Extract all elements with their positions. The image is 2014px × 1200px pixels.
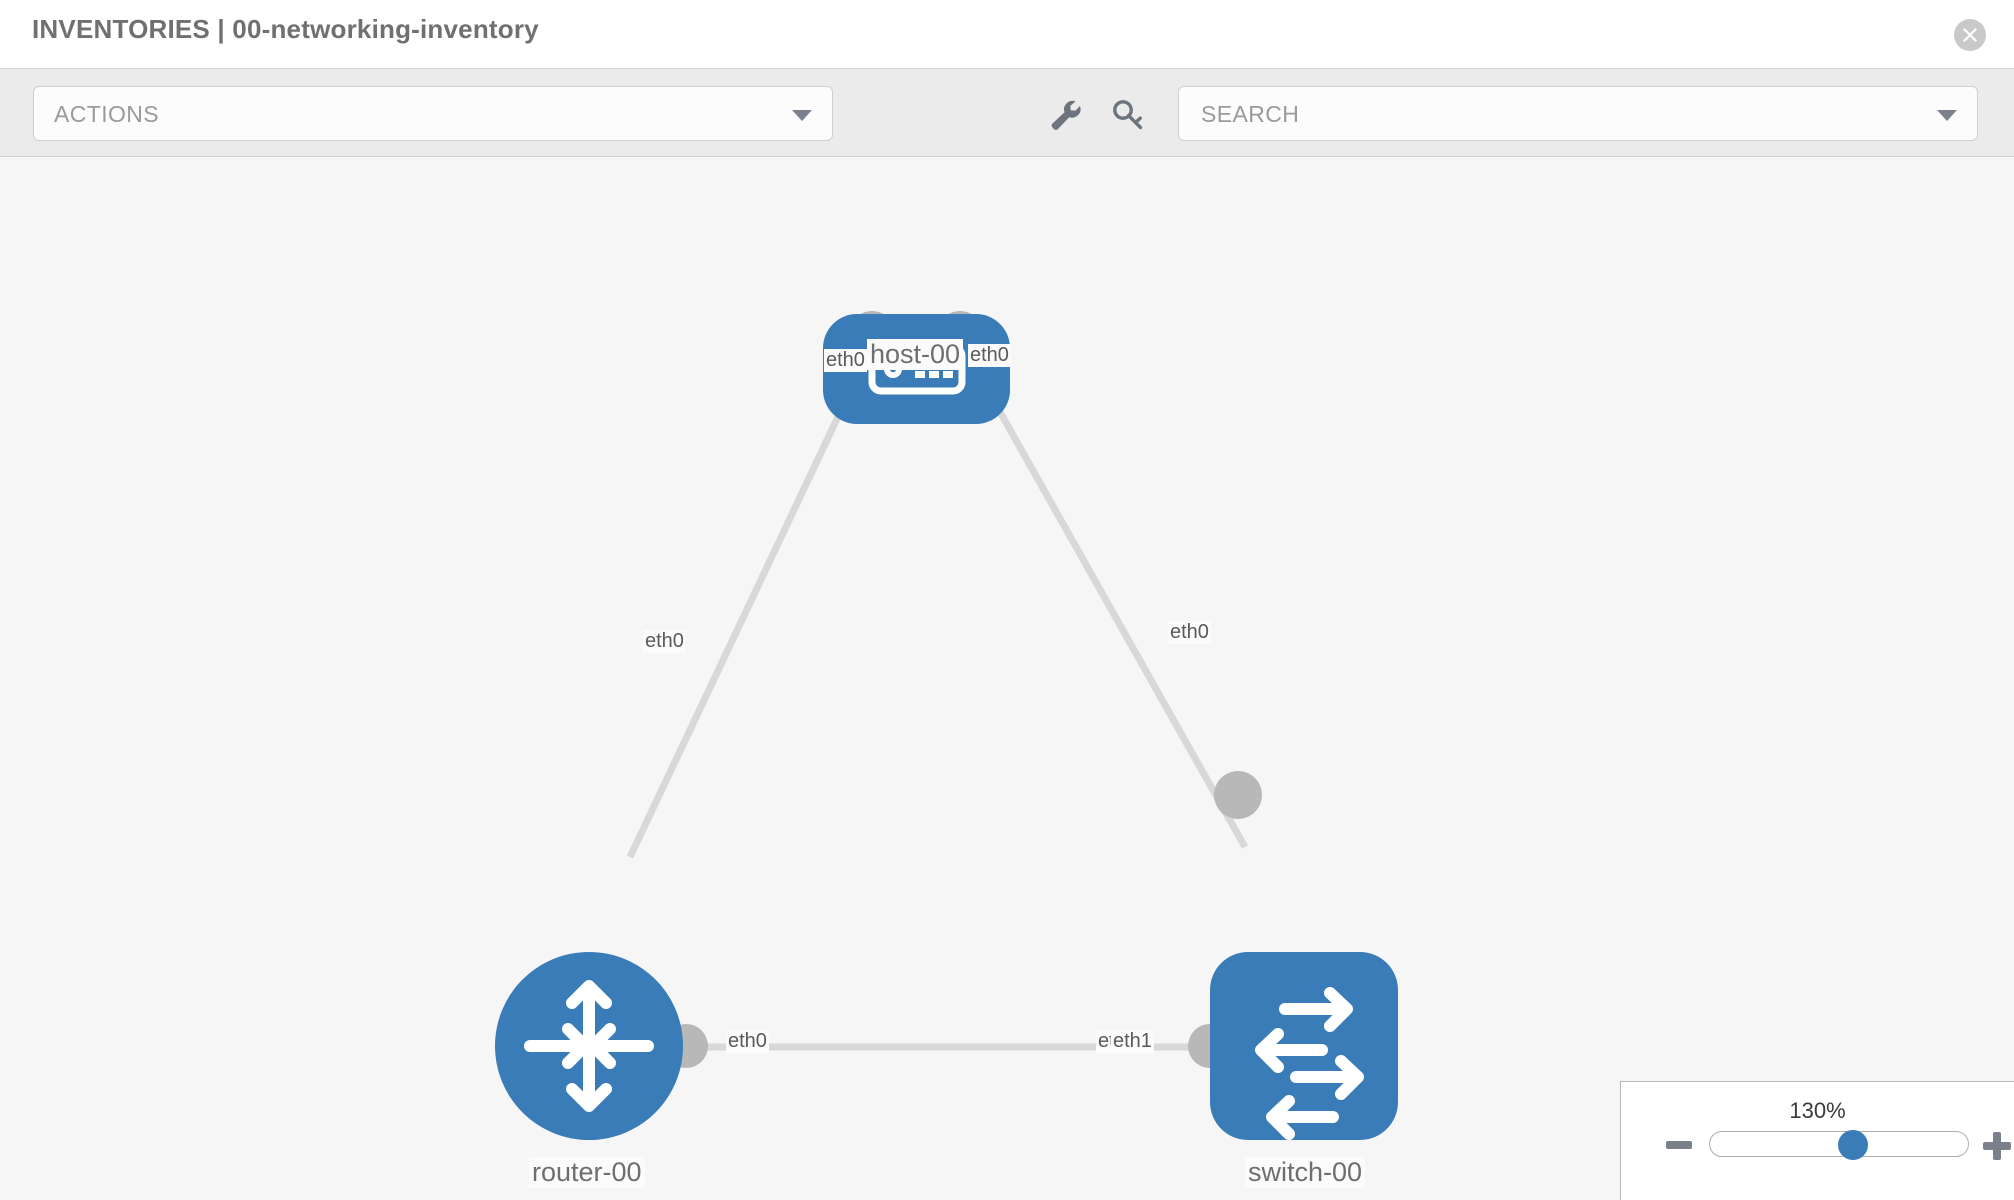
zoom-percent-label: 130%: [1789, 1098, 1846, 1123]
router-arrows-icon: [524, 980, 654, 1112]
interface-nub: [1214, 771, 1262, 819]
actions-dropdown[interactable]: ACTIONS: [33, 86, 833, 141]
wrench-icon[interactable]: [1049, 99, 1083, 131]
topology-graph: [495, 311, 1398, 1140]
node-label-router-00: router-00: [529, 1157, 645, 1188]
node-router-00: [495, 952, 683, 1140]
page-header: INVENTORIES | 00-networking-inventory: [0, 0, 2014, 68]
plus-icon[interactable]: [1983, 1132, 2011, 1160]
edge-host-router: [626, 330, 882, 859]
search-input[interactable]: [1199, 87, 1903, 142]
key-icon[interactable]: [1112, 99, 1146, 131]
zoom-slider-thumb[interactable]: [1838, 1130, 1868, 1160]
edge-label-router-right: eth0: [726, 1030, 769, 1053]
edge-label-switch-left-front: eth1: [1111, 1030, 1154, 1053]
edge-label-router-up: eth0: [643, 630, 686, 653]
topology-canvas[interactable]: eth0 eth0 eth0 eth0 eth0 eth0 eth1 host-…: [0, 157, 2014, 1200]
zoom-control-panel: 130%: [1620, 1081, 2014, 1200]
switch-arrows-icon: [1255, 987, 1364, 1140]
node-switch-00: [1210, 952, 1398, 1140]
node-label-switch-00: switch-00: [1245, 1157, 1366, 1188]
close-icon[interactable]: [1954, 19, 1986, 51]
chevron-down-icon[interactable]: [1937, 110, 1957, 121]
minus-icon[interactable]: [1666, 1141, 1692, 1149]
actions-dropdown-label: ACTIONS: [54, 101, 160, 127]
node-label-host-00: host-00: [867, 339, 964, 370]
edge-label-switch-up: eth0: [1168, 621, 1211, 644]
edge-host-switch: [951, 330, 1249, 849]
chevron-down-icon: [792, 110, 812, 121]
edge-label-host-right: eth0: [968, 344, 1011, 367]
page-title: INVENTORIES | 00-networking-inventory: [32, 14, 539, 44]
search-field[interactable]: [1178, 86, 1978, 142]
edge-label-host-left: eth0: [824, 349, 867, 372]
toolbar: ACTIONS: [0, 68, 2014, 157]
